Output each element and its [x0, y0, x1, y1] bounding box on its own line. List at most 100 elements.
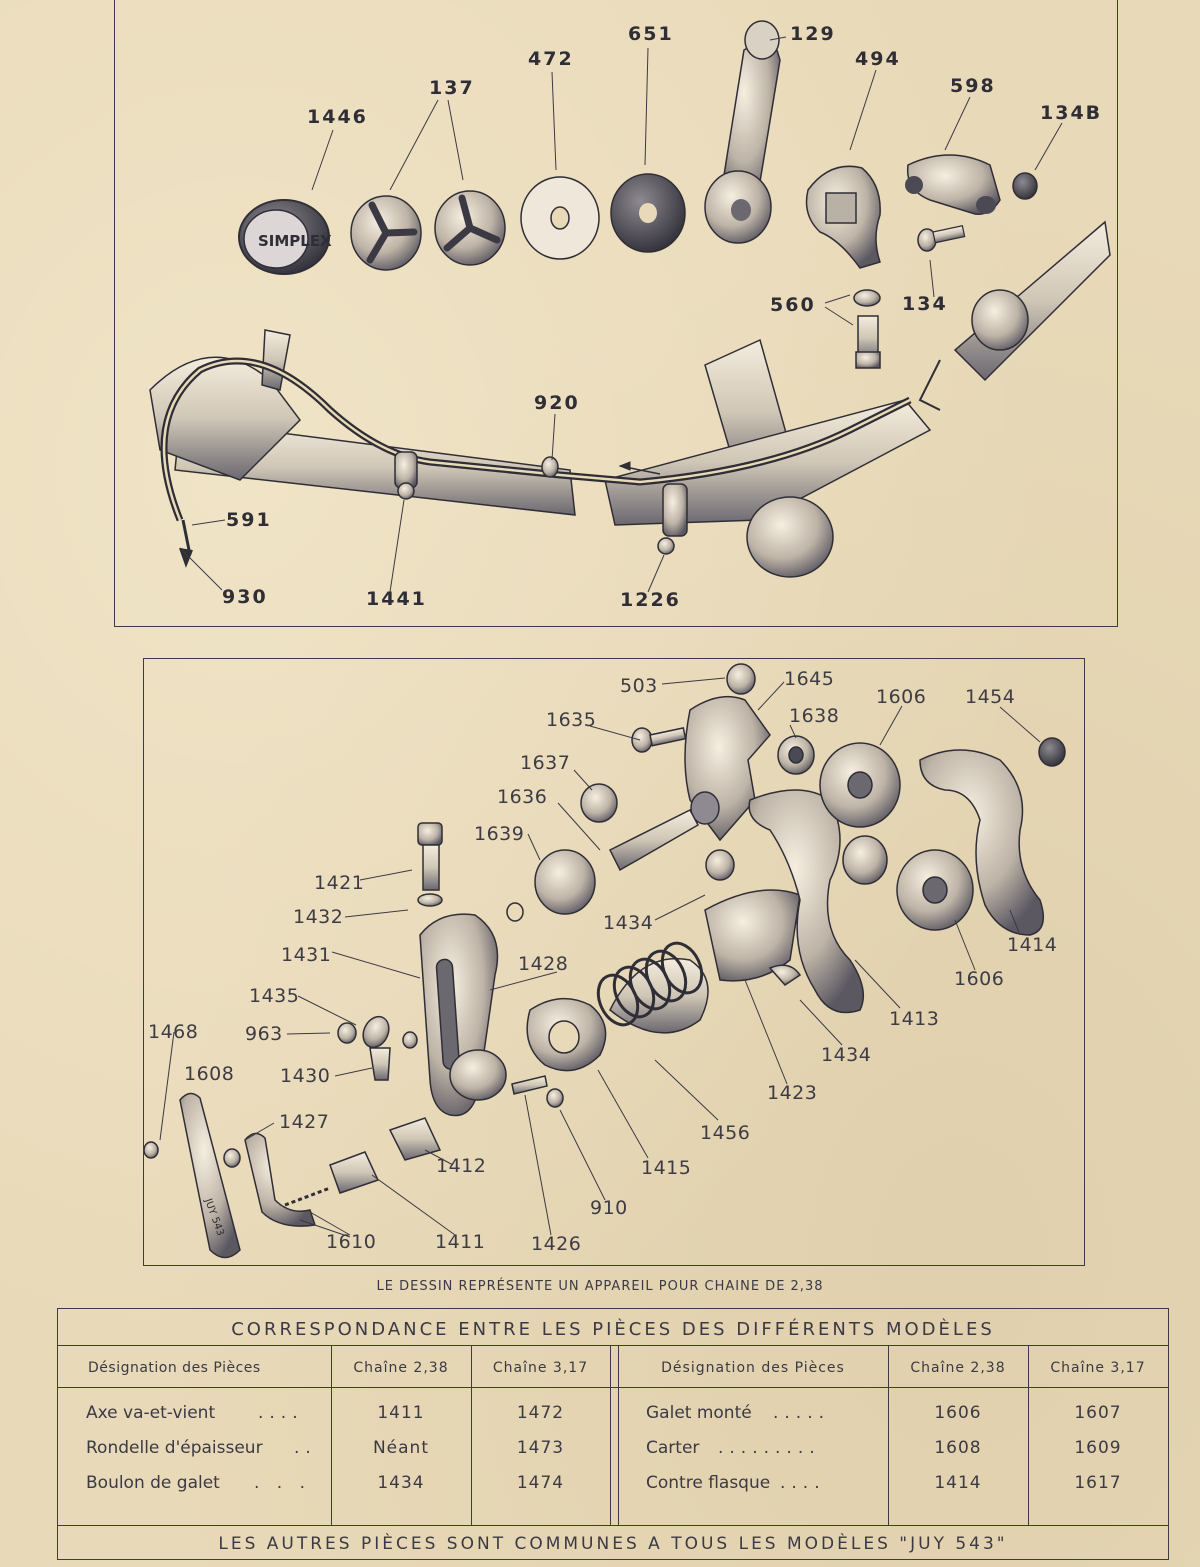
screw-134	[917, 225, 966, 252]
callout-1412: 1412	[436, 1155, 487, 1177]
table-footer-note: LES AUTRES PIÈCES SONT COMMUNES A TOUS L…	[218, 1534, 1008, 1554]
table-rule	[58, 1345, 1168, 1346]
callout-1434-top: 1434	[603, 912, 654, 934]
bottom-diagram-frame	[143, 658, 1085, 1266]
callout-129: 129	[790, 23, 836, 45]
row3-designation-right: Contre flasque	[646, 1473, 771, 1493]
callout-920: 920	[534, 392, 580, 414]
row2-chaine-238-right: 1608	[934, 1438, 982, 1458]
callout-1456: 1456	[700, 1122, 751, 1144]
callout-134: 134	[902, 293, 948, 315]
callout-1635: 1635	[546, 709, 597, 731]
callout-494: 494	[855, 48, 901, 70]
callout-1428: 1428	[518, 953, 569, 975]
callout-leaders	[159, 36, 1063, 1238]
row1-chaine-317-right: 1607	[1074, 1403, 1122, 1423]
callout-1414: 1414	[1007, 934, 1058, 956]
table-col-divider	[331, 1345, 332, 1525]
leader-dots: ..	[294, 1438, 317, 1458]
callout-1423: 1423	[767, 1082, 818, 1104]
knob-brand-label: SIMPLEX	[258, 232, 332, 250]
callout-1426: 1426	[531, 1233, 582, 1255]
row3-designation-left: Boulon de galet	[86, 1473, 220, 1493]
callout-1638: 1638	[789, 705, 840, 727]
callout-1432: 1432	[293, 906, 344, 928]
row1-designation-right: Galet monté	[646, 1403, 752, 1423]
row2-chaine-317-left: 1473	[516, 1438, 565, 1458]
table-col-divider	[888, 1345, 889, 1525]
callout-1441: 1441	[366, 588, 427, 610]
callout-651: 651	[628, 23, 674, 45]
row3-chaine-317-left: 1474	[516, 1473, 565, 1493]
header-chaine-238-right: Chaîne 2,38	[910, 1360, 1006, 1376]
header-designation-right: Désignation des Pièces	[661, 1360, 845, 1376]
row1-designation-left: Axe va-et-vient	[86, 1403, 216, 1423]
clamp-598	[905, 154, 1001, 215]
header-designation-left: Désignation des Pièces	[88, 1360, 261, 1376]
table-col-divider	[618, 1345, 619, 1525]
coil-spring-1456	[596, 941, 704, 1027]
bolt-560	[853, 289, 881, 369]
header-chaine-317-right: Chaîne 3,17	[1050, 1360, 1146, 1376]
callout-1468: 1468	[148, 1021, 199, 1043]
row3-chaine-238-left: 1434	[377, 1473, 425, 1493]
derailleur-parts	[143, 663, 1066, 1259]
callout-1435: 1435	[249, 985, 300, 1007]
row2-chaine-317-right: 1609	[1074, 1438, 1122, 1458]
callout-910: 910	[590, 1197, 628, 1219]
parts-correspondence-table: CORRESPONDANCE ENTRE LES PIÈCES DES DIFF…	[57, 1308, 1169, 1560]
table-col-divider	[471, 1345, 472, 1525]
row1-chaine-238-left: 1411	[377, 1403, 425, 1423]
callout-1413: 1413	[889, 1008, 940, 1030]
square-plate-494	[805, 165, 881, 269]
table-col-divider	[1028, 1345, 1029, 1525]
header-chaine-317-left: Chaîne 3,17	[492, 1360, 589, 1376]
callout-1645: 1645	[784, 668, 835, 690]
shift-lever-129	[704, 20, 781, 244]
row1-chaine-317-left: 1472	[516, 1403, 565, 1423]
header-chaine-238-left: Chaîne 2,38	[353, 1360, 449, 1376]
spring-washer-137b	[434, 190, 506, 266]
spring-washer-137a	[350, 195, 422, 271]
callout-1226: 1226	[620, 589, 681, 611]
friction-disc-651	[610, 173, 686, 253]
callout-1608: 1608	[184, 1063, 235, 1085]
leader-dots: ....	[780, 1473, 826, 1493]
row3-chaine-238-right: 1414	[934, 1473, 982, 1493]
frame-and-cable	[149, 220, 1111, 578]
callout-1454: 1454	[965, 686, 1016, 708]
table-rule	[58, 1387, 1168, 1388]
callout-134b: 134B	[1040, 102, 1103, 124]
row3-chaine-317-right: 1617	[1074, 1473, 1122, 1493]
table-col-divider	[610, 1345, 611, 1525]
callout-1610: 1610	[326, 1231, 377, 1253]
callout-1637: 1637	[520, 752, 571, 774]
leader-dots: .........	[718, 1438, 821, 1458]
callout-1434-bottom: 1434	[821, 1044, 872, 1066]
callout-1636: 1636	[497, 786, 548, 808]
top-diagram-frame	[114, 0, 1118, 627]
callout-598: 598	[950, 75, 996, 97]
table-rule	[58, 1525, 1168, 1526]
leader-dots: ....	[258, 1403, 304, 1423]
callout-963: 963	[245, 1023, 283, 1045]
callout-1431: 1431	[281, 944, 332, 966]
callout-1427: 1427	[279, 1111, 330, 1133]
callout-1415: 1415	[641, 1157, 692, 1179]
callout-1639: 1639	[474, 823, 525, 845]
nut-134b	[1012, 172, 1038, 200]
row2-designation-right: Carter	[646, 1438, 700, 1458]
callout-1430: 1430	[280, 1065, 331, 1087]
washer-472	[520, 176, 600, 260]
callout-1606-bottom: 1606	[954, 968, 1005, 990]
leader-dots: . . .	[254, 1473, 312, 1493]
drawing-caption: LE DESSIN REPRÉSENTE UN APPAREIL POUR CH…	[376, 1279, 824, 1294]
row2-chaine-238-left: Néant	[372, 1438, 430, 1458]
callout-1411: 1411	[435, 1231, 486, 1253]
callout-1606-top: 1606	[876, 686, 927, 708]
callout-591: 591	[226, 509, 272, 531]
callout-930: 930	[222, 586, 268, 608]
callout-1446: 1446	[307, 106, 368, 128]
row1-chaine-238-right: 1606	[934, 1403, 982, 1423]
